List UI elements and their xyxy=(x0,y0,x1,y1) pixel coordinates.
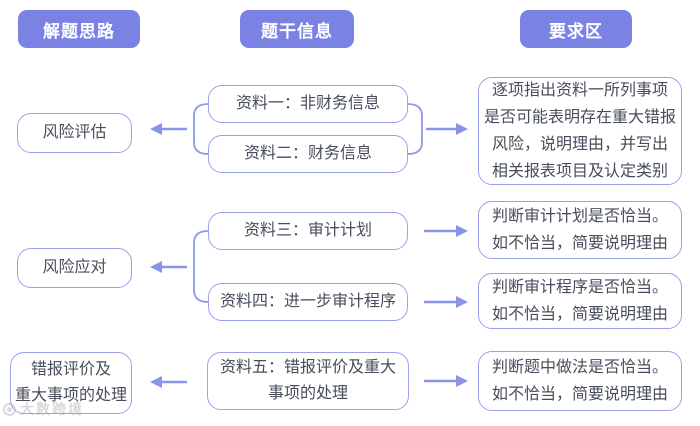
step-misstatement-evaluation: 错报评价及 重大事项的处理 xyxy=(10,352,132,414)
arrow-right-icon xyxy=(424,296,468,308)
header-requirement-zone: 要求区 xyxy=(520,10,632,48)
header-solution-approach: 解题思路 xyxy=(18,10,140,48)
material-4-further-audit-procedures: 资料四：进一步审计程序 xyxy=(208,283,408,321)
arrow-left-icon xyxy=(150,123,187,135)
watermark: 大数跨境 xyxy=(3,399,84,419)
merge-bracket-right-row1 xyxy=(407,103,423,155)
watermark-text: 大数跨境 xyxy=(20,401,84,417)
material-2-financial-info: 资料二：财务信息 xyxy=(208,135,408,173)
requirement-audit-plan: 判断审计计划是否恰当。 如不恰当，简要说明理由 xyxy=(478,201,682,259)
step-risk-response: 风险应对 xyxy=(17,248,132,288)
requirement-audit-procedures: 判断审计程序是否恰当。 如不恰当，简要说明理由 xyxy=(478,273,682,329)
merge-bracket-left-row1 xyxy=(193,103,209,155)
material-3-audit-plan: 资料三：审计计划 xyxy=(208,212,408,250)
arrow-left-icon xyxy=(150,376,187,388)
material-5-misstatement-evaluation: 资料五：错报评价及重大 事项的处理 xyxy=(207,352,409,410)
merge-bracket-left-row2 xyxy=(193,230,209,303)
requirement-practice-judgement: 判断题中做法是否恰当。 如不恰当，简要说明理由 xyxy=(478,351,682,411)
step-risk-assessment: 风险评估 xyxy=(17,113,132,153)
arrow-right-icon xyxy=(424,375,468,387)
arrow-left-icon xyxy=(150,261,187,273)
header-stem-info: 题干信息 xyxy=(240,10,354,48)
watermark-logo-icon xyxy=(3,402,16,416)
arrow-right-icon xyxy=(426,123,468,135)
requirement-risk-assessment: 逐项指出资料一所列事项 是否可能表明存在重大错报 风险，说明理由，并写出 相关报… xyxy=(478,77,682,185)
material-1-nonfinancial-info: 资料一：非财务信息 xyxy=(208,85,408,123)
arrow-right-icon xyxy=(424,225,468,237)
